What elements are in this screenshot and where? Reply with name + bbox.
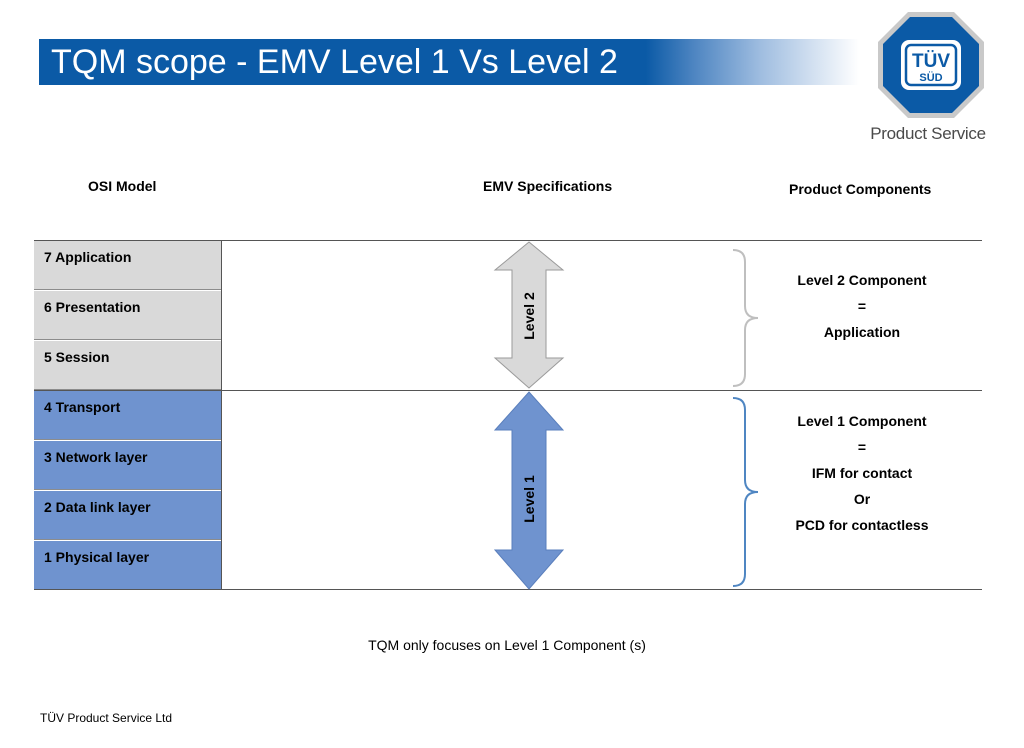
tuv-sud-logo: TÜV SÜD	[878, 12, 984, 118]
level-1-component-description: Level 1 Component = IFM for contact Or P…	[762, 408, 962, 538]
level-2-arrow-label: Level 2	[521, 292, 537, 340]
osi-layer-network: 3 Network layer	[34, 441, 221, 490]
logo-sub-text: SÜD	[919, 71, 942, 84]
level-2-component-equals: =	[857, 298, 867, 314]
level-2-component-value: Application	[823, 324, 901, 340]
level-2-arrow	[493, 241, 565, 389]
level-2-component-description: Level 2 Component = Application	[762, 267, 962, 345]
header-product-components: Product Components	[789, 181, 932, 197]
osi-layer-presentation: 6 Presentation	[34, 291, 221, 340]
osi-layer-session: 5 Session	[34, 341, 221, 390]
level-1-component-contact: IFM for contact	[811, 465, 913, 481]
level-1-component-or: Or	[853, 491, 871, 507]
footer-company: TÜV Product Service Ltd	[40, 711, 173, 725]
level-2-bracket	[732, 249, 759, 387]
osi-layer-physical: 1 Physical layer	[34, 541, 221, 590]
level-1-component-contactless: PCD for contactless	[795, 517, 929, 533]
level-2-component-title: Level 2 Component	[797, 272, 927, 288]
level-1-arrow	[493, 391, 565, 590]
header-osi-model: OSI Model	[88, 178, 157, 194]
logo-caption: Product Service	[870, 124, 986, 143]
table-middle-border	[34, 390, 982, 391]
page-title: TQM scope - EMV Level 1 Vs Level 2	[51, 43, 618, 81]
osi-layer-application: 7 Application	[34, 241, 221, 290]
level-1-component-equals: =	[857, 439, 867, 455]
osi-layer-transport: 4 Transport	[34, 391, 221, 440]
table-top-border	[34, 240, 982, 241]
level-1-arrow-label: Level 1	[521, 475, 537, 523]
osi-layer-data-link: 2 Data link layer	[34, 491, 221, 540]
logo-mark-text: TÜV	[912, 51, 950, 72]
title-bar	[39, 39, 859, 85]
level-1-bracket	[732, 397, 759, 587]
table-bottom-border	[34, 589, 982, 590]
footnote: TQM only focuses on Level 1 Component (s…	[368, 637, 646, 653]
table-column-divider	[221, 241, 222, 590]
header-emv-specifications: EMV Specifications	[483, 178, 613, 194]
level-1-component-title: Level 1 Component	[797, 413, 927, 429]
